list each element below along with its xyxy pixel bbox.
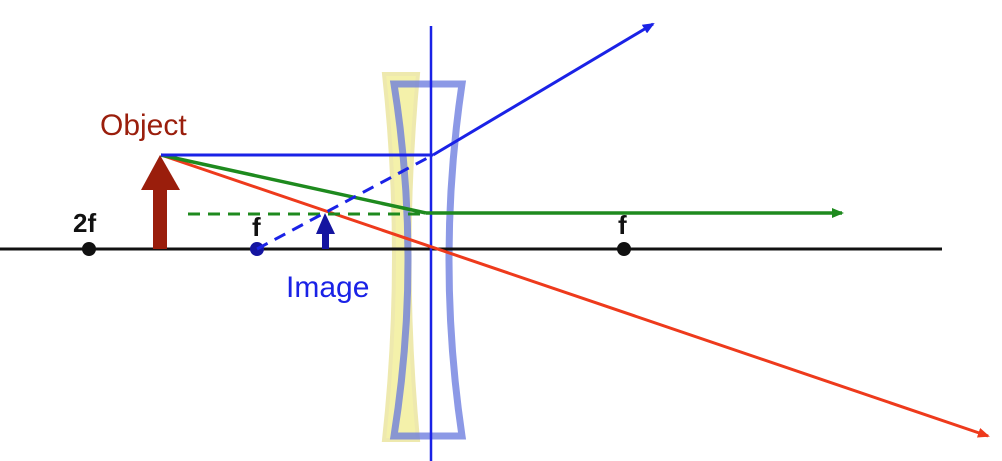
focal-label-right: f xyxy=(618,210,627,240)
image-arrow xyxy=(316,213,335,249)
ray-diverging-refracted xyxy=(432,22,655,157)
2f-label: 2f xyxy=(73,208,96,238)
focal-label-left: f xyxy=(252,212,261,242)
object-label: Object xyxy=(100,109,187,142)
object-arrow xyxy=(141,155,180,249)
ray-virtual-extension-dashed xyxy=(256,153,434,251)
ray-toward-focus xyxy=(160,153,427,215)
focal-point-right xyxy=(617,242,631,256)
lens-yellow-body xyxy=(381,72,421,442)
image-label: Image xyxy=(286,271,369,304)
lens-blue-outline xyxy=(389,80,467,440)
ray-through-center xyxy=(160,153,990,438)
2f-point xyxy=(82,242,96,256)
